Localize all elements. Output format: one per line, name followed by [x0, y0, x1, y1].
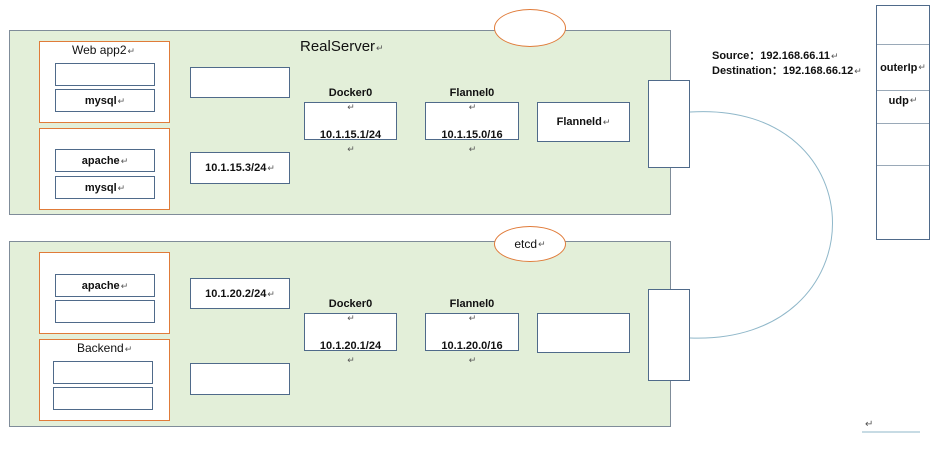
- real-server-title: RealServer↵: [300, 38, 384, 55]
- veth-box: [190, 363, 290, 395]
- etcd-node: etcd↵: [494, 226, 566, 262]
- flanneld-daemon: [537, 313, 630, 353]
- packet-cell-udp: udp↵: [877, 91, 929, 124]
- container-mysql: mysql↵: [55, 89, 155, 112]
- flanneld-daemon: Flanneld↵: [537, 102, 630, 142]
- tunnel-arc: [689, 111, 833, 339]
- veth-box: [190, 67, 290, 98]
- packet-cell: [877, 166, 929, 241]
- packet-cell: [877, 6, 929, 45]
- flannel0-interface: Flannel0↵ 10.1.15.0/16↵: [425, 87, 519, 154]
- packet-stack: outerIp↵ udp↵: [876, 5, 930, 240]
- container-slot: [53, 387, 153, 410]
- veth-box: 10.1.15.3/24↵: [190, 152, 290, 184]
- flannel0-interface: Flannel0↵ 10.1.20.0/16↵: [425, 298, 519, 365]
- veth-box: 10.1.20.2/24↵: [190, 278, 290, 309]
- physical-nic: [648, 80, 690, 168]
- docker0-bridge: Docker0↵ 10.1.15.1/24↵: [304, 87, 397, 154]
- container-mysql: mysql↵: [55, 176, 155, 199]
- container-apache: apache↵: [55, 274, 155, 297]
- container-slot: [53, 361, 153, 384]
- physical-nic: [648, 289, 690, 381]
- etcd-node: [494, 9, 566, 47]
- packet-cell-outerip: outerIp↵: [877, 45, 929, 91]
- docker0-bridge: Docker0↵ 10.1.20.1/24↵: [304, 298, 397, 365]
- container-apache: apache↵: [55, 149, 155, 172]
- packet-cell: [877, 124, 929, 166]
- paragraph-mark: ↵: [865, 419, 874, 430]
- container-slot: [55, 63, 155, 86]
- app-group-webapp2-title: Web app2↵: [72, 43, 136, 57]
- packet-destination: Destination：192.168.66.12↵: [712, 65, 862, 77]
- packet-source: Source：192.168.66.11↵: [712, 50, 839, 62]
- container-slot: [55, 300, 155, 323]
- app-group-backend-title: Backend↵: [77, 341, 133, 355]
